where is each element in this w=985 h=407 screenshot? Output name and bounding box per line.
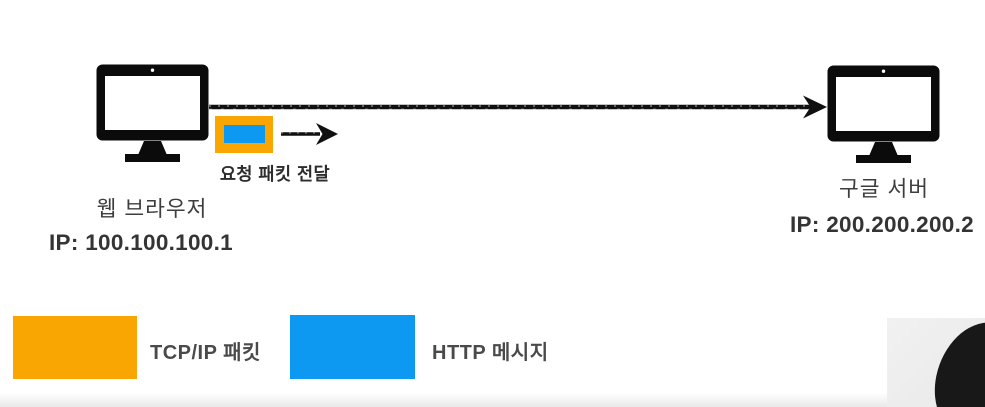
- server-label: 구글 서버: [838, 177, 930, 201]
- legend-swatch-http: [290, 315, 415, 379]
- browser-label: 웹 브라우저: [96, 197, 208, 221]
- webcam-overlay: [887, 318, 985, 407]
- packet-flow-label: 요청 패킷 전달: [219, 164, 331, 184]
- legend-swatch-tcpip: [13, 316, 137, 379]
- slide-bottom-edge: [0, 393, 985, 407]
- legend-label-tcpip: TCP/IP 패킷: [150, 342, 261, 364]
- request-arrow: [209, 95, 827, 119]
- browser-ip: IP: 100.100.100.1: [49, 230, 233, 255]
- tcpip-packet-icon: [215, 116, 273, 153]
- legend-label-http: HTTP 메시지: [432, 342, 549, 364]
- server-ip: IP: 200.200.200.2: [790, 212, 974, 237]
- http-message-icon: [223, 125, 265, 143]
- server-monitor-icon: [827, 65, 940, 169]
- packet-arrow-icon: [281, 123, 338, 145]
- browser-monitor-icon: [96, 64, 209, 168]
- presenter-silhouette: [919, 318, 985, 407]
